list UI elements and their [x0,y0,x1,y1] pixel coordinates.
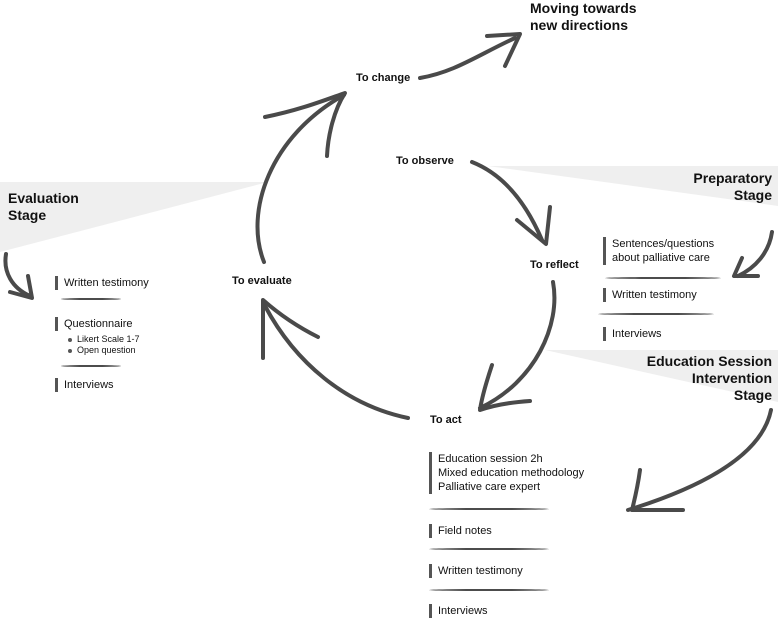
education-item-1: Education session 2h Mixed education met… [429,452,584,494]
preparatory-item-3-line1: Interviews [612,328,662,340]
evaluation-item-2: Questionnaire [55,317,133,331]
education-title-line1: Education Session [646,353,772,369]
questionnaire-bullets: Likert Scale 1-7 Open question [67,334,140,356]
arrow-observe-to-reflect [470,160,544,242]
arrow-evaluation-head [8,274,34,300]
label-to-act: To act [430,414,462,426]
moving-title: Moving towards new directions [530,0,637,34]
arrow-evaluation [3,252,32,298]
education-band [545,350,778,402]
bullet-open-question: Open question [67,345,140,356]
education-title-line3: Stage [733,387,772,403]
separator-edu-3 [429,589,549,591]
education-item-3: Written testimony [429,564,523,578]
evaluation-title-line2: Stage [8,207,47,223]
preparatory-item-1-line1: Sentences/questions [612,238,715,250]
education-item-1-line3: Palliative care expert [438,481,541,493]
education-item-1-line2: Mixed education methodology [438,467,585,479]
preparatory-title: Preparatory Stage [693,170,772,204]
separator-prep-1 [605,277,721,279]
evaluation-item-2-line1: Questionnaire [64,318,133,330]
evaluation-item-1: Written testimony [55,276,149,290]
arrow-to-new-directions-head [485,32,522,68]
preparatory-band [488,166,778,206]
arrow-preparatory [736,230,774,278]
evaluation-item-1-line1: Written testimony [64,277,149,289]
label-to-observe: To observe [396,155,454,167]
arrow-education [626,408,773,512]
preparatory-item-1: Sentences/questions about palliative car… [603,237,714,265]
preparatory-item-2-line1: Written testimony [612,289,697,301]
arrow-evaluate-to-change [255,93,346,264]
preparatory-item-2: Written testimony [603,288,697,302]
arrow-reflect-to-act-head [478,363,532,412]
education-item-2-line1: Field notes [438,525,492,537]
preparatory-title-line1: Preparatory [693,170,772,186]
education-title: Education Session Intervention Stage [647,353,772,404]
education-item-1-line1: Education session 2h [438,453,543,465]
moving-line1: Moving towards [530,0,637,16]
arrow-evaluate-to-change-head [263,91,347,158]
preparatory-item-3: Interviews [603,327,662,341]
education-item-3-line1: Written testimony [438,565,523,577]
arrow-preparatory-head [732,256,760,278]
evaluation-item-3: Interviews [55,378,114,392]
arrow-act-to-evaluate [263,304,410,420]
education-title-line2: Intervention [691,370,772,386]
arrow-to-new-directions [418,36,517,80]
evaluation-title-line1: Evaluation [8,190,79,206]
arrow-act-to-evaluate-head [261,298,320,360]
separator-eval-1 [61,298,121,300]
separator-eval-2 [61,365,121,367]
evaluation-band [0,182,268,252]
separator-edu-2 [429,548,549,550]
evaluation-title: Evaluation Stage [8,190,79,224]
moving-line2: new directions [530,17,629,33]
arrow-reflect-to-act [478,280,557,410]
label-to-evaluate: To evaluate [232,275,292,287]
bullet-likert-scale: Likert Scale 1-7 [67,334,140,345]
separator-edu-1 [429,508,549,510]
label-to-change: To change [356,72,411,84]
separator-prep-2 [598,313,714,315]
education-item-4-line1: Interviews [438,605,488,617]
preparatory-title-line2: Stage [733,187,772,203]
evaluation-item-3-line1: Interviews [64,379,114,391]
arrow-education-head [630,468,685,512]
label-to-reflect: To reflect [530,259,579,271]
preparatory-item-1-line2: about palliative care [612,252,710,264]
education-item-4: Interviews [429,604,488,618]
arrow-observe-to-reflect-head [515,205,552,246]
education-item-2: Field notes [429,524,492,538]
